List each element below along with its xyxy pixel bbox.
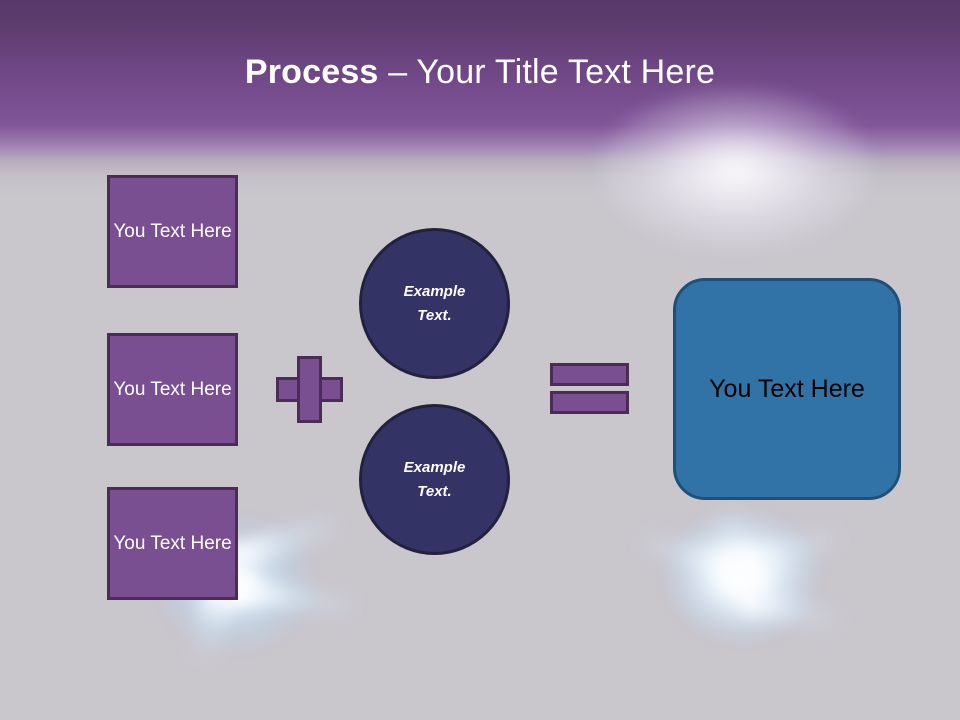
example-circle-1-line1: Example [403, 282, 466, 300]
example-circle-2[interactable]: Example Text. [359, 404, 510, 555]
input-box-2[interactable]: You Text Here [107, 333, 238, 446]
example-circle-2-line1: Example [403, 458, 466, 476]
input-box-1-label: You Text Here [113, 220, 232, 242]
example-circle-2-label: Example Text. [387, 456, 483, 504]
input-box-1[interactable]: You Text Here [107, 175, 238, 288]
plus-sign-icon [276, 356, 343, 423]
header-gradient-band [0, 0, 960, 200]
example-circle-2-line2: Text. [417, 482, 452, 500]
equals-sign-top-bar [550, 363, 629, 386]
input-box-3-label: You Text Here [113, 532, 232, 554]
input-box-2-label: You Text Here [113, 378, 232, 400]
example-circle-1[interactable]: Example Text. [359, 228, 510, 379]
input-box-3[interactable]: You Text Here [107, 487, 238, 600]
page-title-rest: – Your Title Text Here [378, 53, 716, 91]
result-box[interactable]: You Text Here [673, 278, 901, 500]
page-title-bold: Process [244, 53, 379, 91]
equals-sign-bottom-bar [550, 391, 629, 414]
example-circle-1-label: Example Text. [387, 280, 483, 328]
plus-center-fill [300, 380, 319, 399]
example-circle-1-line2: Text. [417, 306, 452, 324]
result-box-label: You Text Here [709, 374, 865, 403]
page-title: Process – Your Title Text Here [0, 50, 960, 94]
